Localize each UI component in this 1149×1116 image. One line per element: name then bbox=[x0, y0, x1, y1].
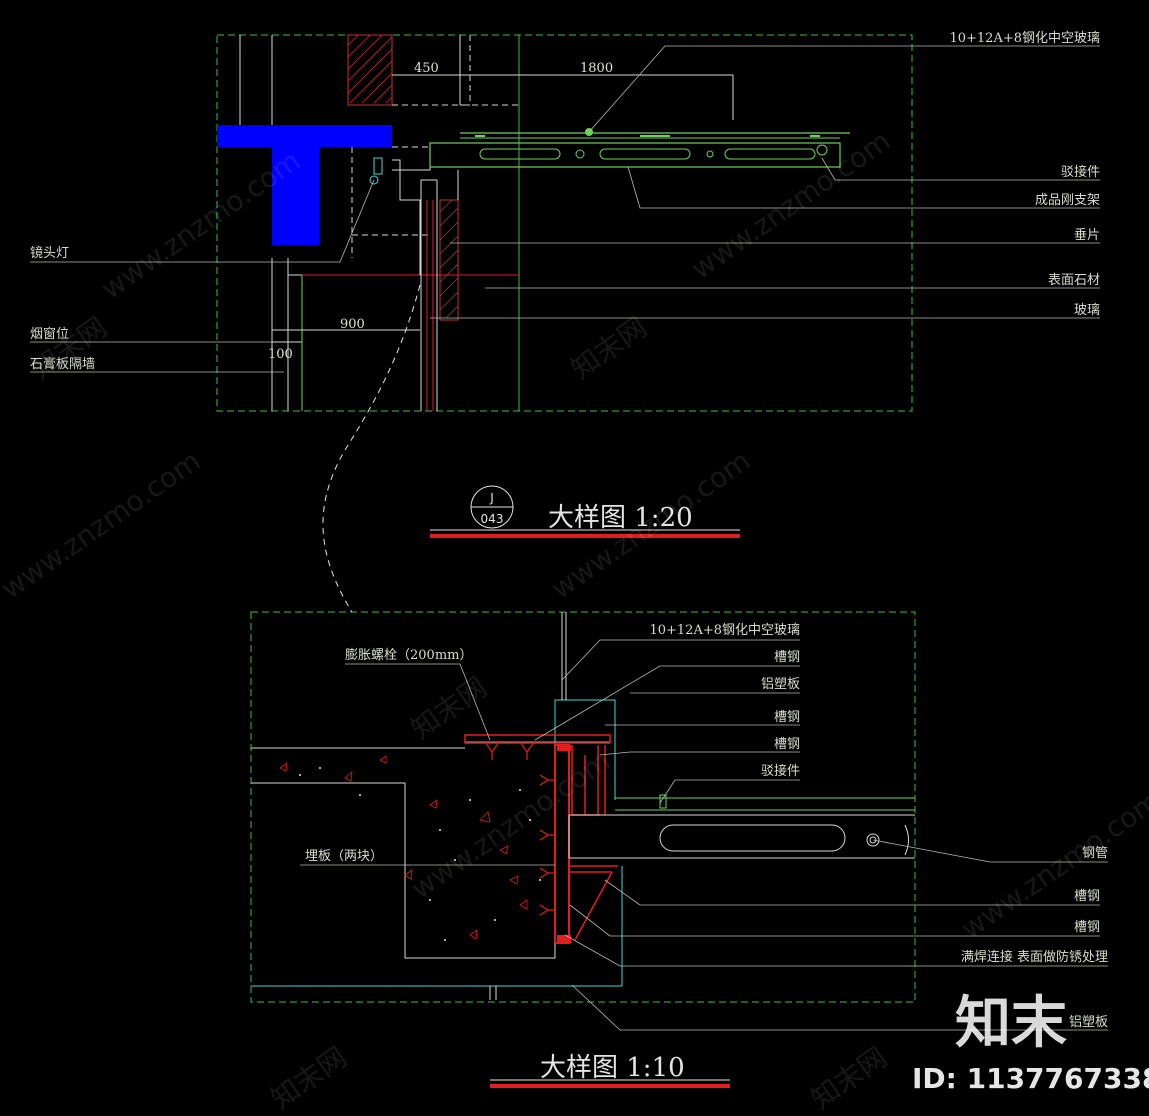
top-frame bbox=[216, 34, 913, 412]
detail-callout-curve bbox=[322, 284, 421, 613]
dim-1800: 1800 bbox=[580, 61, 613, 76]
watermark-site-5: www.znzmo.com bbox=[405, 744, 616, 906]
watermark-site-3: www.znzmo.com bbox=[0, 444, 206, 606]
hatched-column bbox=[347, 34, 393, 106]
concrete-hatch bbox=[279, 755, 528, 940]
label-aluminum-panel-1: 铝塑板 bbox=[761, 677, 800, 692]
label-steel-bracket: 成品刚支架 bbox=[1035, 193, 1100, 208]
label-steel-pipe: 钢管 bbox=[1082, 846, 1108, 861]
label-gypsum-wall: 石膏板隔墙 bbox=[30, 356, 95, 372]
dim-900: 900 bbox=[340, 317, 365, 332]
symbol-top-number: 043 bbox=[481, 512, 504, 526]
label-stone: 表面石材 bbox=[1048, 273, 1100, 288]
steel-pipe-bracket bbox=[568, 814, 915, 859]
channel-steel bbox=[464, 734, 618, 944]
dim-450: 450 bbox=[414, 61, 439, 76]
watermark-site-6: www.znzmo.com bbox=[955, 784, 1149, 946]
label-fin: 垂片 bbox=[1074, 228, 1100, 243]
label-embed-plate: 埋板（两块） bbox=[305, 849, 383, 864]
dim-100: 100 bbox=[268, 347, 293, 362]
label-glass-spec-top: 10+12A+8钢化中空玻璃 bbox=[949, 31, 1100, 46]
detail-bottom: 10+12A+8钢化中空玻璃 槽钢 铝塑板 槽钢 槽钢 驳接件 膨胀螺栓（200… bbox=[250, 611, 1108, 1088]
detail-top: 450 1800 900 100 10+12A+8钢化中空玻璃 驳接件 成品刚支… bbox=[30, 31, 1100, 538]
watermark-brand-net-2: 知末网 bbox=[565, 311, 653, 386]
symbol-top-letter: J bbox=[489, 491, 494, 505]
label-glass: 玻璃 bbox=[1074, 303, 1100, 318]
label-channel-2: 槽钢 bbox=[774, 710, 800, 725]
label-channel-4: 槽钢 bbox=[1074, 889, 1100, 904]
watermark-brand-net-4: 知末网 bbox=[265, 1041, 353, 1116]
watermark-brand-net-1: 知末网 bbox=[25, 311, 113, 386]
title-bottom: 大样图 1:10 bbox=[540, 1053, 685, 1083]
t-beam-section bbox=[217, 125, 392, 245]
label-spotlight: 镜头灯 bbox=[30, 246, 69, 261]
label-curtain-slot: 烟窗位 bbox=[30, 326, 69, 342]
label-connector-top: 驳接件 bbox=[1061, 164, 1100, 180]
label-aluminum-panel-2: 铝塑板 bbox=[1069, 1015, 1108, 1030]
bottom-frame bbox=[250, 611, 916, 1003]
label-weld-note: 满焊连接 表面做防锈处理 bbox=[961, 949, 1108, 965]
label-channel-5: 槽钢 bbox=[1074, 920, 1100, 935]
glass-bracket-assembly bbox=[429, 128, 850, 168]
label-expansion-bolt: 膨胀螺栓（200mm） bbox=[345, 648, 472, 663]
label-connector-bottom: 驳接件 bbox=[761, 763, 800, 779]
stone-cladding bbox=[439, 199, 459, 321]
detail-symbol-top: J 043 bbox=[470, 485, 514, 529]
watermark-id: ID: 1137767338 bbox=[912, 1062, 1149, 1095]
anchor-bolts bbox=[484, 741, 556, 916]
watermark-brand-logo: 知末 bbox=[955, 991, 1067, 1056]
watermark-site-2: www.znzmo.com bbox=[685, 124, 896, 286]
watermark-brand-net-5: 知末网 bbox=[805, 1041, 893, 1116]
label-channel-3: 槽钢 bbox=[774, 737, 800, 752]
watermark-layer: www.znzmo.com www.znzmo.com www.znzmo.co… bbox=[0, 124, 1149, 1116]
spotlight-fixture bbox=[373, 157, 383, 175]
label-channel-1: 槽钢 bbox=[774, 650, 800, 665]
label-glass-spec-bottom: 10+12A+8钢化中空玻璃 bbox=[649, 623, 800, 638]
title-top: 大样图 1:20 bbox=[548, 503, 693, 533]
